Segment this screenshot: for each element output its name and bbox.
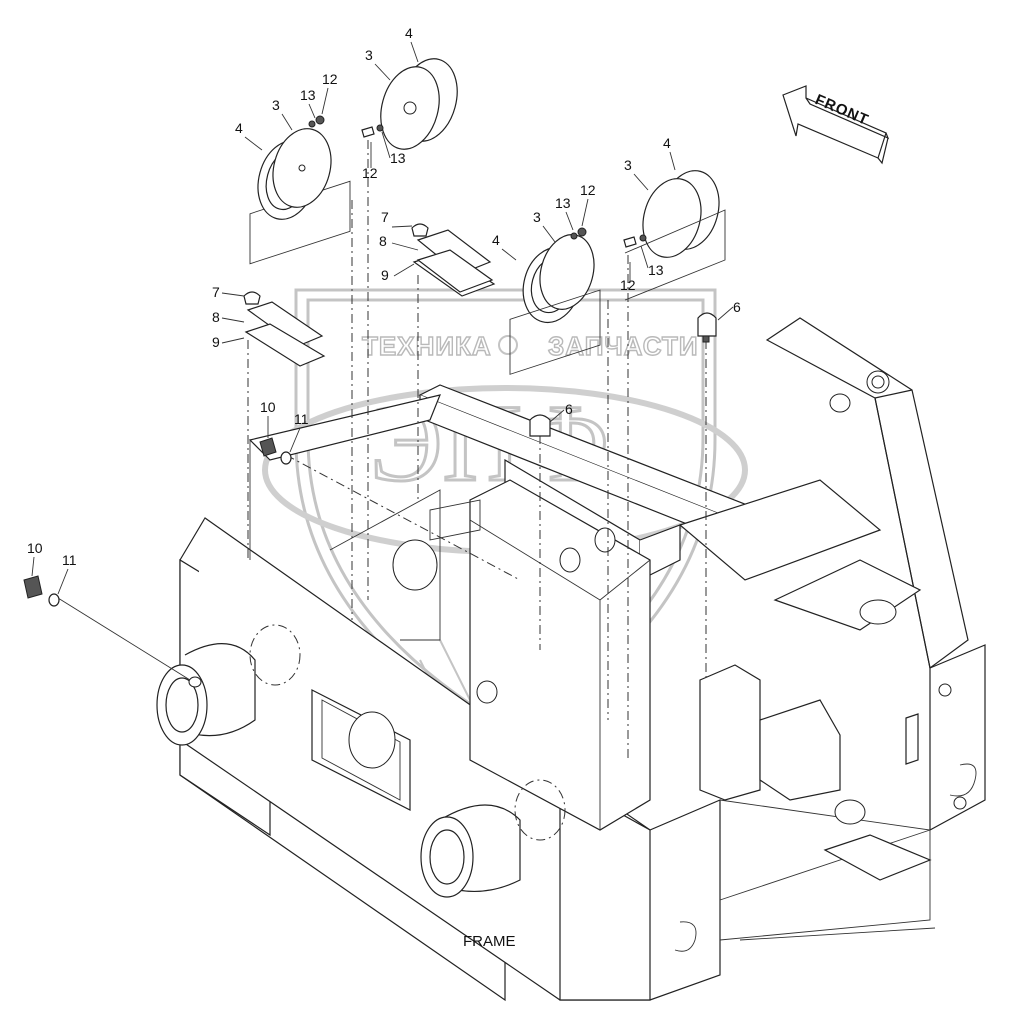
callout-label: 10 [260,399,276,415]
callout-label: 3 [533,209,541,225]
callout-label: 11 [62,552,77,568]
diagram-title: FRAME [463,933,516,950]
drain-plug-upper [259,437,292,465]
cover-assembly-middle [509,227,601,375]
callout-label: 13 [300,87,316,103]
frame-body [156,317,986,1002]
cover-assembly-upper-left [249,115,351,265]
inspection-plate-left [243,291,326,367]
callout-label: 13 [390,150,406,166]
callout-label: 4 [405,25,413,41]
callout-label: 13 [648,262,664,278]
inspection-plate-upper [411,223,496,297]
callout-label: 4 [235,120,243,136]
watermark-right-text: ЗАПЧАСТИ [548,331,699,361]
watermark: ЭПФ ТЕХНИКА ЗАПЧАСТИ [262,288,748,742]
callout-label: 12 [580,182,596,198]
callout-label: 4 [492,232,500,248]
callout-label: 12 [322,71,338,87]
callout-leaders [31,41,734,595]
callout-label: 12 [362,165,378,181]
callout-label: 7 [381,209,389,225]
callout-label: 3 [272,97,280,113]
callout-label: 6 [565,401,573,417]
callout-label: 7 [212,284,220,300]
callout-label: 13 [555,195,571,211]
front-label: FRONT [813,91,872,129]
callout-label: 4 [663,135,671,151]
callout-labels: 4 3 13 12 4 3 12 13 7 8 9 13 12 3 4 4 3 … [27,25,741,568]
assembly-lines [57,140,707,760]
callout-label: 12 [620,277,636,293]
cover-assembly-right [623,170,726,301]
callout-label: 11 [294,411,309,427]
callout-label: 3 [624,157,632,173]
watermark-left-text: ТЕХНИКА [362,331,492,361]
callout-label: 3 [365,47,373,63]
breather-plug-right [697,312,717,343]
breather-plug-center [529,414,551,437]
front-axle-housing [420,804,521,898]
callout-label: 9 [212,334,220,350]
callout-label: 10 [27,540,43,556]
callout-label: 6 [733,299,741,315]
left-axle-housing [156,643,256,746]
cover-assembly-upper-center [361,58,458,150]
callout-label: 8 [379,233,387,249]
callout-label: 9 [381,267,389,283]
front-direction-arrow: FRONT [782,85,890,165]
drain-plug-lower [23,575,60,607]
callout-label: 8 [212,309,220,325]
